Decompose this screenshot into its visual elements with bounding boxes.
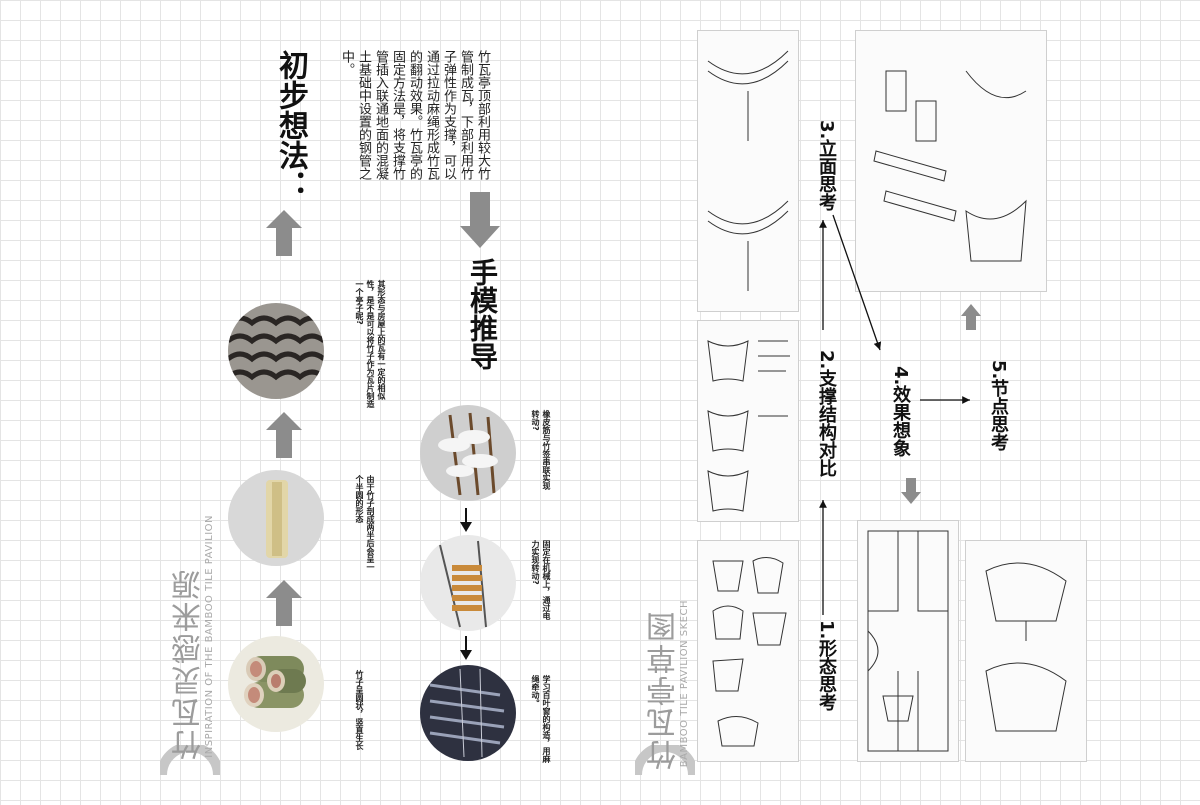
step-3-label: 3.立面思考	[816, 120, 837, 212]
arrow-down-small-icon	[458, 508, 474, 536]
sketch-subtitle: BAMBOO TILE PAVILION SKECH	[679, 600, 690, 768]
elevation-sketches	[697, 30, 799, 312]
rubber-band-model-image	[420, 405, 516, 501]
arrow-down-icon	[460, 192, 500, 252]
structure-sketches	[697, 320, 799, 522]
machine-model-image	[420, 535, 516, 631]
effect-sketches	[965, 540, 1087, 762]
step-4-label: 4.效果想象	[890, 366, 911, 458]
arrow-down-small-icon	[458, 636, 474, 664]
form-sketches	[697, 540, 799, 762]
bamboo-tube-image	[228, 636, 324, 732]
arrow-up-icon	[961, 304, 981, 334]
step-1-label: 1.形态思考	[816, 620, 837, 712]
idea-heading: 初步想法：	[273, 50, 308, 200]
arrow-up-icon	[266, 580, 302, 630]
left-panel: 竹瓦灵感来源 INSPIRATION OF THE BAMBOO TILE PA…	[150, 20, 620, 780]
title-ring-logo	[157, 742, 223, 805]
arrow-up-icon	[266, 210, 302, 260]
idea-text: 竹瓦亭顶部利用较大竹管制成瓦，下部利用竹子弹性作为支撑，可以通过拉动麻绳形成竹瓦…	[339, 50, 490, 180]
flow-connectors	[819, 214, 970, 615]
model-heading: 手模推导	[466, 258, 499, 370]
caption-blinds: 学习百叶窗的构造，用麻绳牵动。	[531, 675, 551, 763]
caption-tiles: 其形态与房屋上的瓦有一定的相似性，是不是可以将竹子作为瓦片制造一个亭子呢?	[355, 280, 386, 408]
roof-tiles-image	[228, 303, 324, 399]
arrow-down-icon	[901, 478, 921, 508]
caption-bamboo: 竹子呈圆状，竖直生长	[355, 670, 364, 750]
right-panel: 竹瓦亭草图 BAMBOO TILE PAVILION SKECH	[625, 20, 1185, 780]
node-sketches	[855, 30, 1047, 292]
site-plan-sketch	[857, 520, 959, 762]
page-subtitle: INSPIRATION OF THE BAMBOO TILE PAVILION	[204, 515, 215, 758]
caption-rubber-band: 橡皮筋与竹签串联实现转动?	[531, 410, 551, 490]
blinds-model-image	[420, 665, 516, 761]
caption-machine: 固定在机械上，通过电力实现转动?	[531, 540, 551, 620]
caption-half-bamboo: 由于竹子剖成两半后会呈一个半圆的形态	[355, 475, 375, 571]
title-ring-logo	[632, 742, 698, 805]
half-bamboo-image	[228, 470, 324, 566]
step-2-label: 2.支撑结构对比	[816, 350, 837, 478]
arrow-up-icon	[266, 412, 302, 462]
step-5-label: 5.节点思考	[988, 360, 1009, 452]
